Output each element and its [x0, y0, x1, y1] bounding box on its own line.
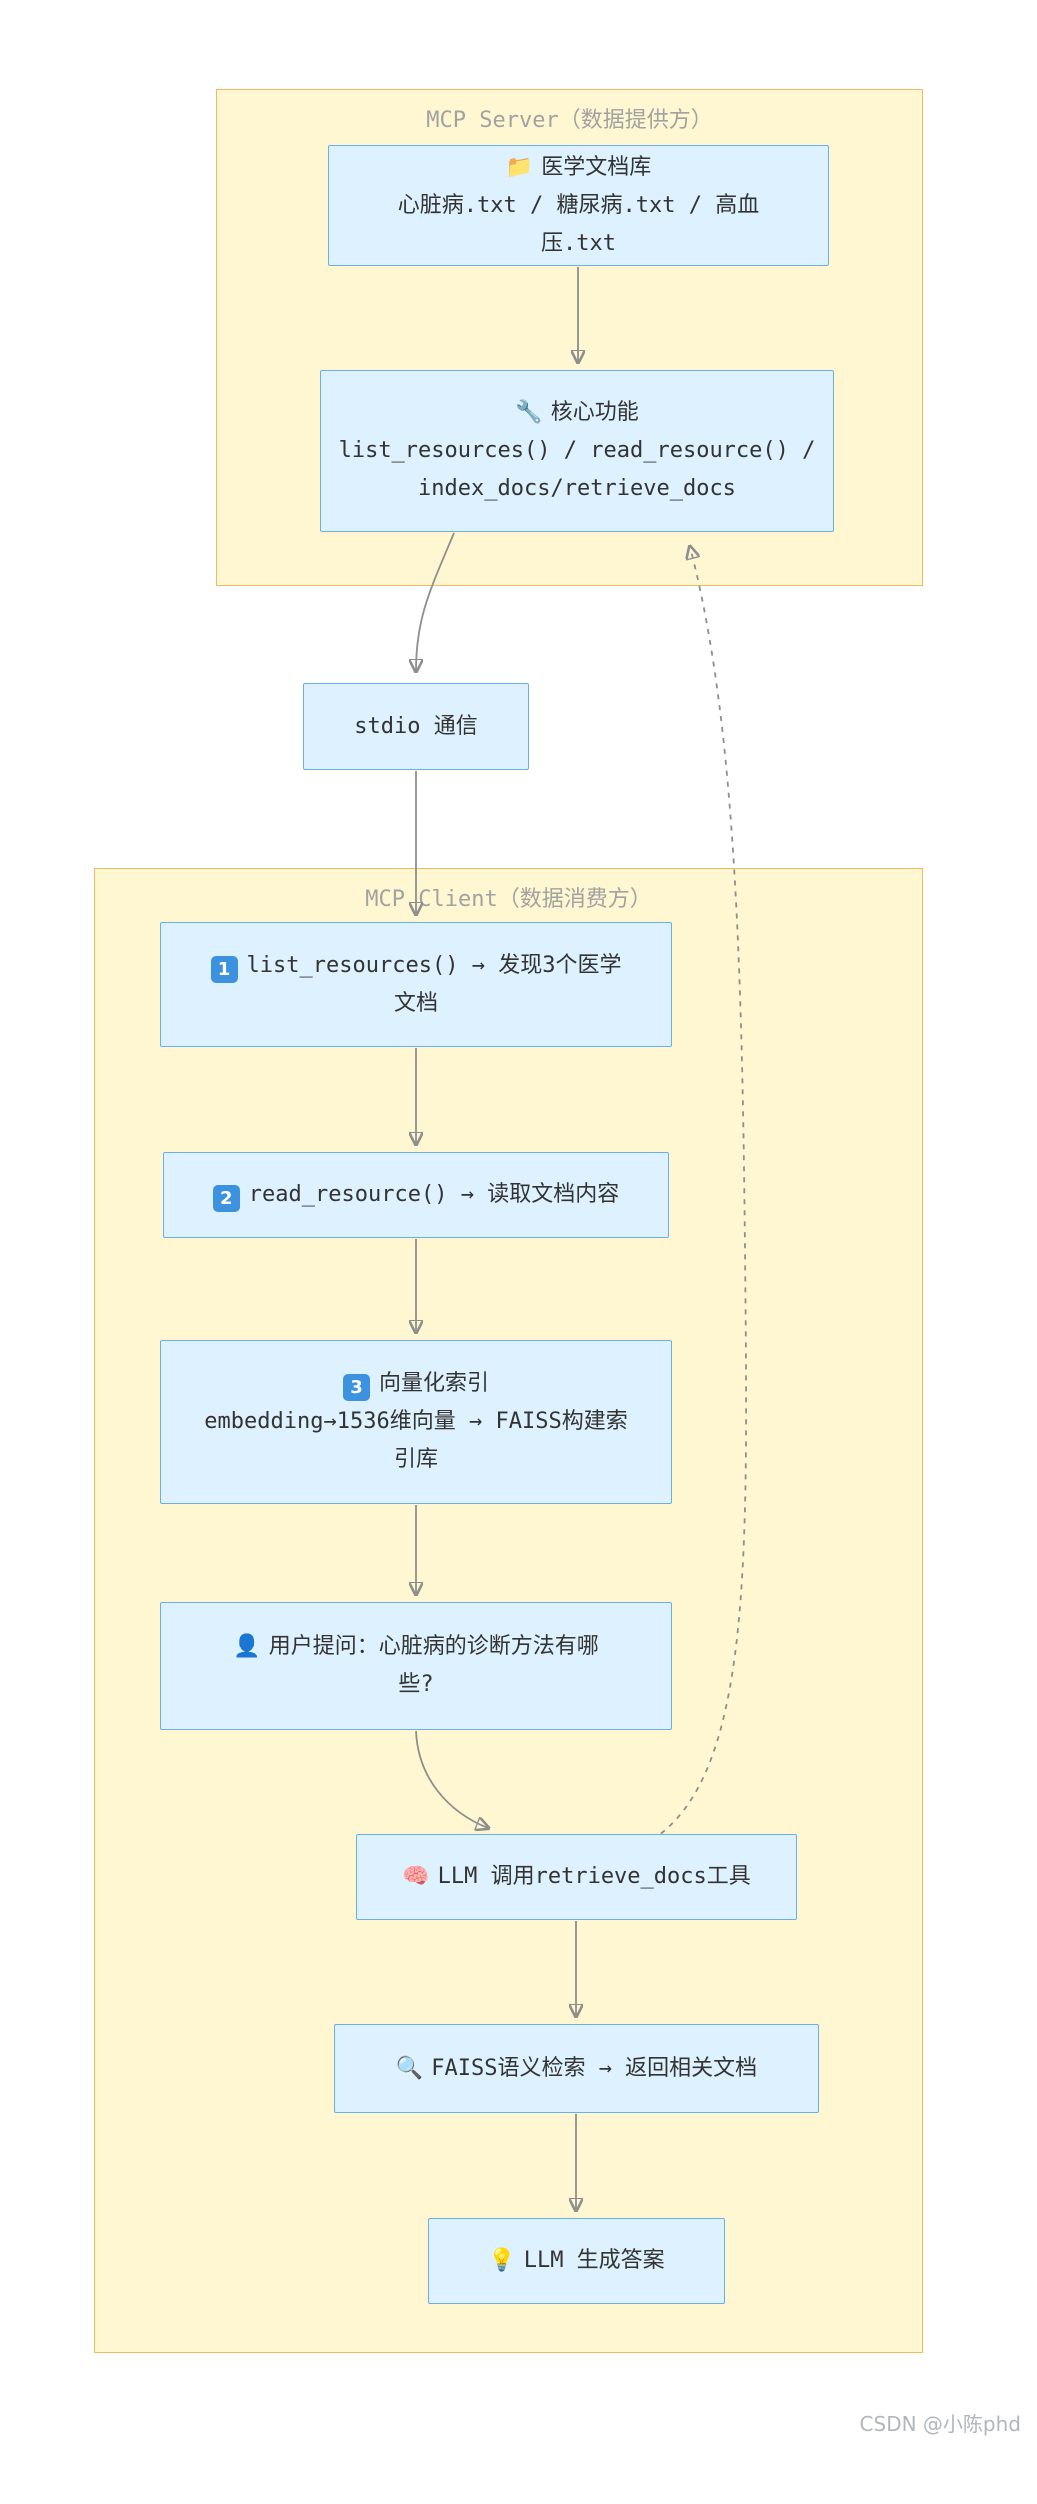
folder-icon: 📁	[505, 154, 534, 180]
step3-title: 向量化索引	[378, 1371, 489, 1396]
llm-tool-call-text: LLM 调用retrieve_docs工具	[437, 1864, 751, 1889]
stdio-transport-node: stdio 通信	[303, 683, 529, 770]
stdio-label: stdio 通信	[354, 713, 478, 739]
step1-list-resources-node: 1 list_resources() → 发现3个医学文档	[160, 922, 672, 1047]
core-functions-node: 🔧 核心功能 list_resources() / read_resource()…	[320, 370, 834, 532]
step3-text: embedding→1536维向量 → FAISS构建索引库	[204, 1409, 628, 1472]
faiss-search-node: 🔍 FAISS语义检索 → 返回相关文档	[334, 2024, 819, 2113]
core-node-title: 核心功能	[550, 400, 639, 425]
mcp-client-group-title: MCP Client（数据消费方）	[365, 887, 652, 912]
keycap-3-icon: 3	[342, 1374, 370, 1401]
user-icon: 👤	[233, 1634, 261, 1659]
csdn-watermark: CSDN @小陈phd	[859, 2412, 1021, 2436]
faiss-search-text: FAISS语义检索 → 返回相关文档	[431, 2055, 758, 2081]
step1-text: list_resources() → 发现3个医学文档	[246, 952, 622, 1016]
wrench-icon: 🔧	[515, 400, 543, 425]
step2-read-resource-node: 2 read_resource() → 读取文档内容	[163, 1152, 669, 1238]
step2-text: read_resource() → 读取文档内容	[248, 1182, 620, 1207]
docs-node-title: 医学文档库	[541, 154, 652, 180]
user-question-text: 用户提问：心脏病的诊断方法有哪些?	[268, 1634, 599, 1697]
keycap-2-icon: 2	[212, 1185, 240, 1212]
llm-answer-node: 💡 LLM 生成答案	[428, 2218, 725, 2304]
bulb-icon: 💡	[488, 2248, 516, 2273]
mcp-server-group-title: MCP Server（数据提供方）	[426, 108, 713, 133]
core-node-functions-2: index_docs/retrieve_docs	[418, 476, 736, 501]
user-question-node: 👤 用户提问：心脏病的诊断方法有哪些?	[160, 1602, 672, 1730]
step3-vector-index-node: 3 向量化索引 embedding→1536维向量 → FAISS构建索引库	[160, 1340, 672, 1504]
magnifier-icon: 🔍	[395, 2055, 424, 2081]
llm-answer-text: LLM 生成答案	[523, 2248, 665, 2273]
medical-docs-node: 📁 医学文档库 心脏病.txt / 糖尿病.txt / 高血压.txt	[328, 145, 829, 266]
docs-node-files: 心脏病.txt / 糖尿病.txt / 高血压.txt	[397, 192, 760, 256]
brain-icon: 🧠	[402, 1864, 430, 1889]
keycap-1-icon: 1	[210, 955, 238, 983]
core-node-functions-1: list_resources() / read_resource() /	[338, 438, 816, 463]
llm-tool-call-node: 🧠 LLM 调用retrieve_docs工具	[356, 1834, 797, 1920]
